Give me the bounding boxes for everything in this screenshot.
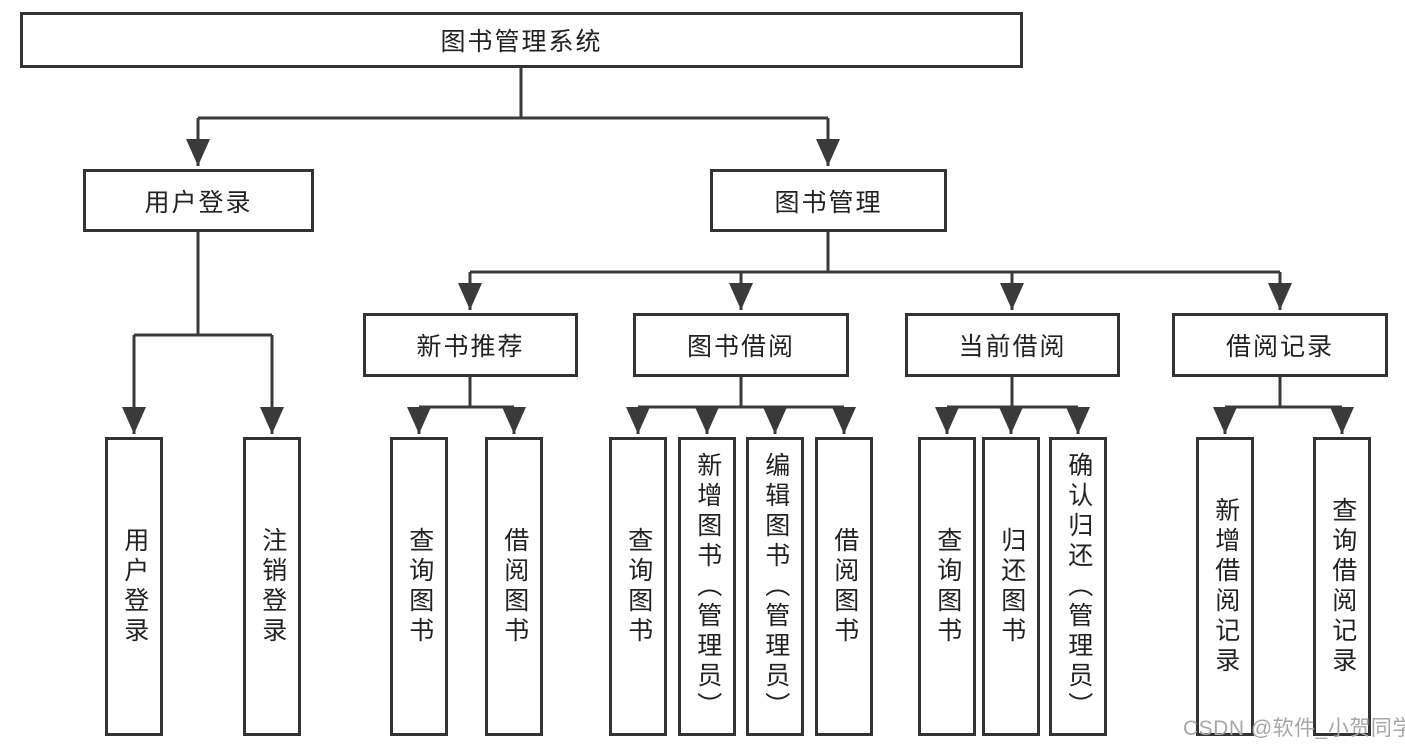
leaf-edit-books-admin: 编辑图书（管理员） — [746, 437, 804, 736]
leaf-label: 查询图书 — [933, 526, 962, 647]
node-label: 用户登录 — [144, 188, 253, 217]
leaf-label: 借阅图书 — [500, 526, 529, 647]
leaf-label: 借阅图书 — [830, 526, 859, 647]
leaf-label: 归还图书 — [997, 526, 1026, 647]
node-book-borrowing: 图书借阅 — [633, 313, 849, 377]
node-label: 图书管理 — [774, 188, 883, 217]
connector-bookborrow-to-leaves — [638, 377, 844, 409]
connector-currentborrow-to-leaves — [947, 377, 1078, 409]
leaf-query-books-newrec: 查询图书 — [390, 437, 448, 736]
leaf-return-books: 归还图书 — [982, 437, 1040, 736]
csdn-watermark: CSDN @软件_小贺同学 — [1183, 717, 1405, 740]
leaf-borrow-books-borrow: 借阅图书 — [815, 437, 873, 736]
leaf-label: 新增图书（管理员） — [693, 451, 722, 722]
leaf-query-books-current: 查询图书 — [918, 437, 976, 736]
connector-root-to-level1 — [198, 67, 828, 120]
connector-borrowrecords-to-leaves — [1225, 377, 1342, 409]
leaf-query-borrow-record: 查询借阅记录 — [1313, 437, 1371, 736]
leaf-label: 编辑图书（管理员） — [761, 451, 790, 722]
leaf-label: 确认归还（管理员） — [1064, 451, 1093, 722]
node-current-borrowing: 当前借阅 — [905, 313, 1120, 377]
node-label: 图书管理系统 — [440, 28, 603, 56]
leaf-add-books-admin: 新增图书（管理员） — [678, 437, 736, 736]
node-label: 当前借阅 — [958, 333, 1067, 361]
node-borrowing-records: 借阅记录 — [1172, 313, 1388, 377]
leaf-label: 新增借阅记录 — [1211, 496, 1240, 677]
leaf-query-books-borrow: 查询图书 — [609, 437, 667, 736]
node-label: 借阅记录 — [1225, 333, 1334, 361]
node-book-management: 图书管理 — [710, 169, 947, 232]
leaf-label: 注销登录 — [258, 526, 287, 647]
node-label: 新书推荐 — [416, 333, 525, 361]
leaf-borrow-books-newrec: 借阅图书 — [485, 437, 543, 736]
node-library-management-system: 图书管理系统 — [20, 12, 1023, 68]
leaf-label: 查询借阅记录 — [1328, 496, 1357, 677]
node-user-login-branch: 用户登录 — [83, 169, 314, 232]
leaf-logout: 注销登录 — [243, 437, 301, 736]
leaf-label: 用户登录 — [120, 526, 149, 647]
connector-newbookrec-to-leaves — [419, 377, 514, 409]
leaf-label: 查询图书 — [624, 526, 653, 647]
node-label: 图书借阅 — [686, 333, 795, 361]
leaf-add-borrow-record: 新增借阅记录 — [1196, 437, 1254, 736]
node-new-book-recommendation: 新书推荐 — [363, 313, 578, 377]
leaf-confirm-return-admin: 确认归还（管理员） — [1049, 437, 1107, 736]
leaf-label: 查询图书 — [405, 526, 434, 647]
connector-bookmgmt-to-level2 — [470, 232, 1280, 274]
connector-userlogin-to-leaves — [134, 232, 272, 337]
connector-arrows — [122, 118, 1354, 434]
leaf-user-login: 用户登录 — [105, 437, 163, 736]
